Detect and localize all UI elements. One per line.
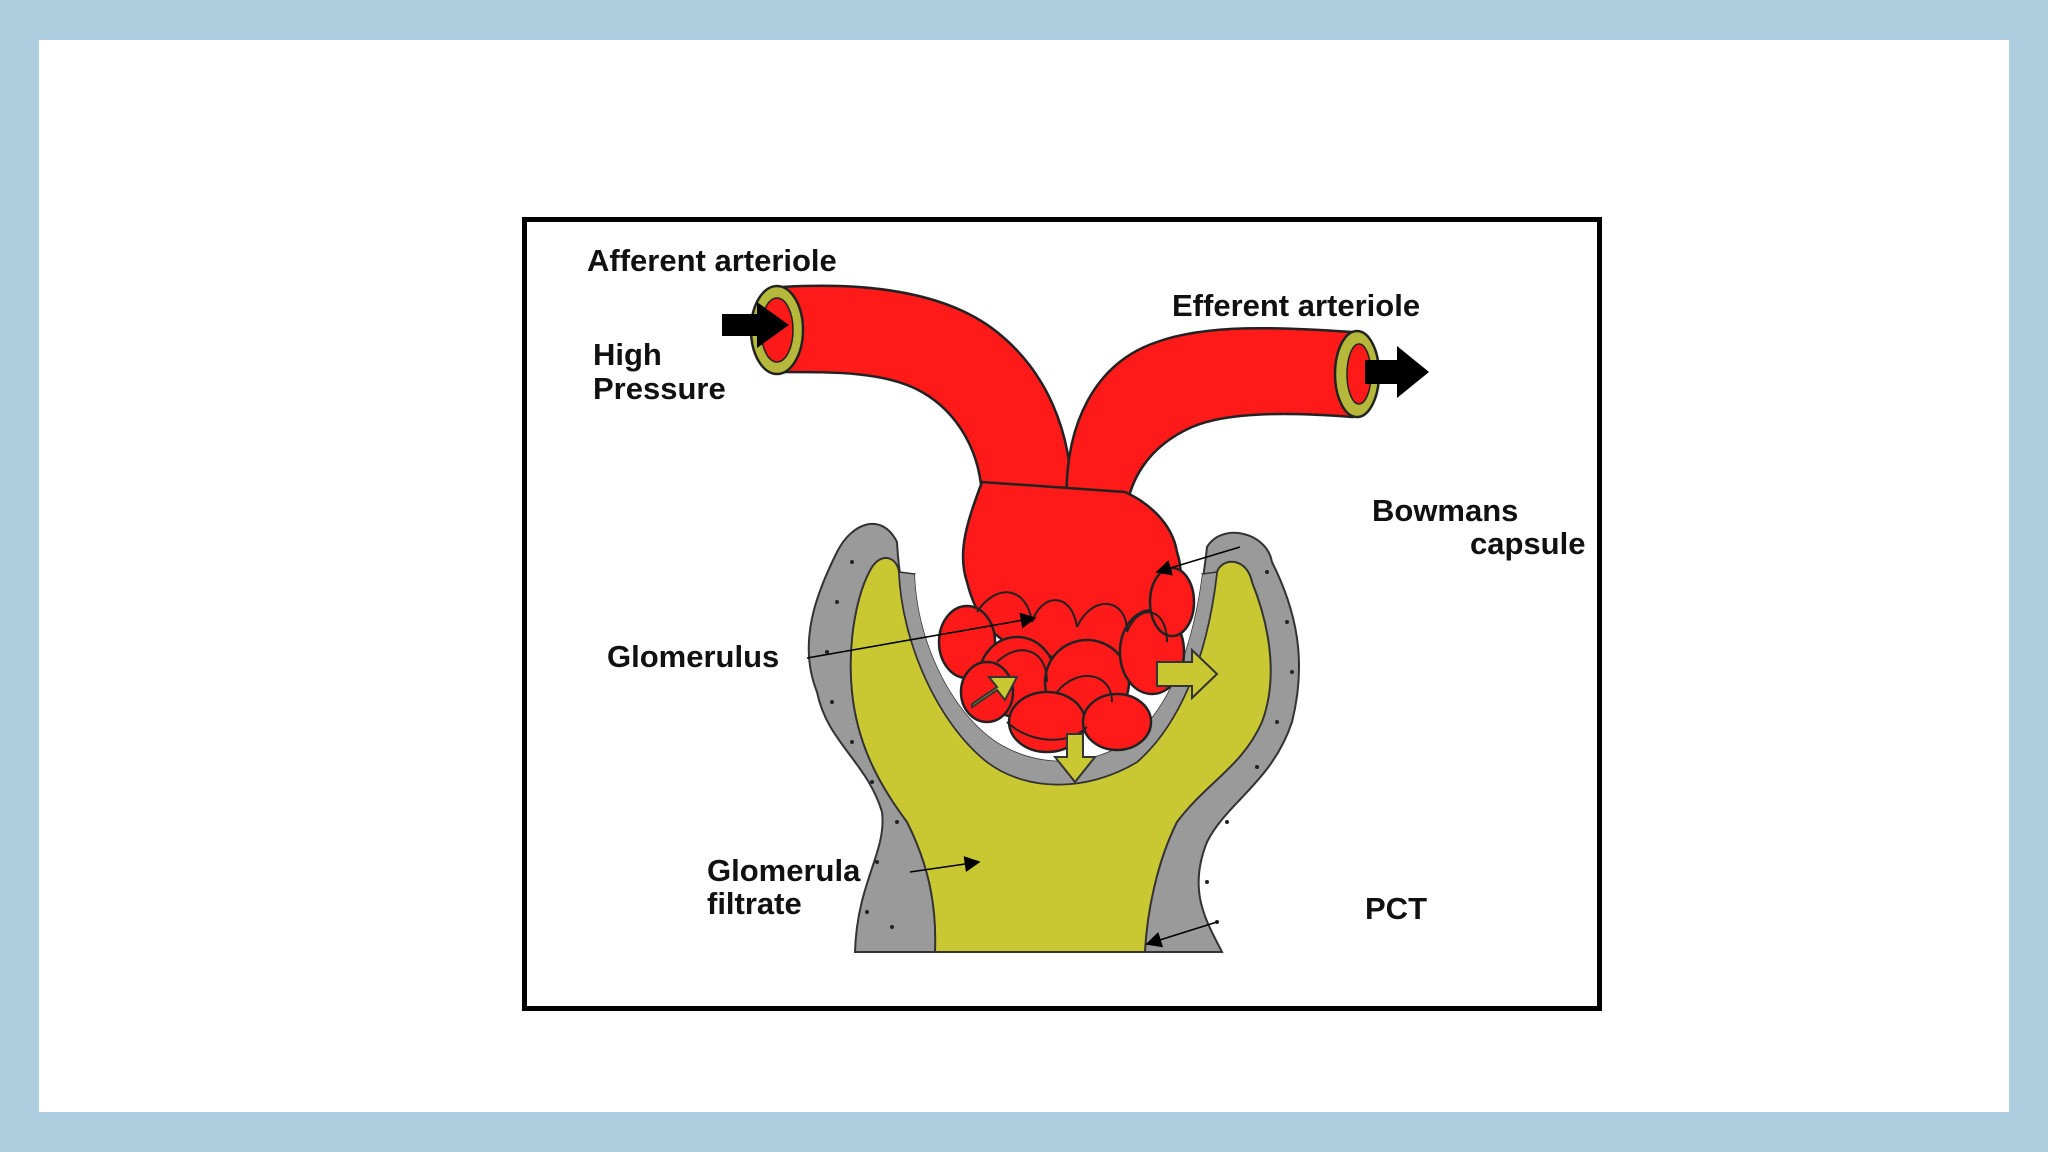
filtration-arrows <box>971 647 1219 784</box>
glomerulus-diagram <box>722 284 1429 953</box>
label-pressure: Pressure <box>593 371 726 406</box>
label-filtrate: filtrate <box>707 886 802 921</box>
label-capsule: capsule <box>1470 526 1586 561</box>
outflow-arrow <box>1365 346 1429 398</box>
glomerulus-tuft <box>937 480 1196 754</box>
label-glomerula: Glomerula <box>707 853 861 888</box>
label-glomerulus: Glomerulus <box>607 639 780 674</box>
label-high: High <box>593 337 662 372</box>
afferent-arteriole <box>780 284 1074 504</box>
leader-lines <box>806 546 1241 948</box>
slide: Afferent arteriole Efferent arteriole Hi… <box>39 40 2009 1112</box>
diagram-frame: Afferent arteriole Efferent arteriole Hi… <box>522 217 1602 1011</box>
label-bowmans: Bowmans <box>1372 493 1519 528</box>
label-pct: PCT <box>1365 891 1427 926</box>
inflow-arrow <box>722 302 789 348</box>
capsule-speckles <box>825 560 1294 929</box>
label-afferent-arteriole: Afferent arteriole <box>587 243 837 278</box>
efferent-arteriole <box>1065 326 1354 524</box>
label-efferent-arteriole: Efferent arteriole <box>1172 288 1421 323</box>
